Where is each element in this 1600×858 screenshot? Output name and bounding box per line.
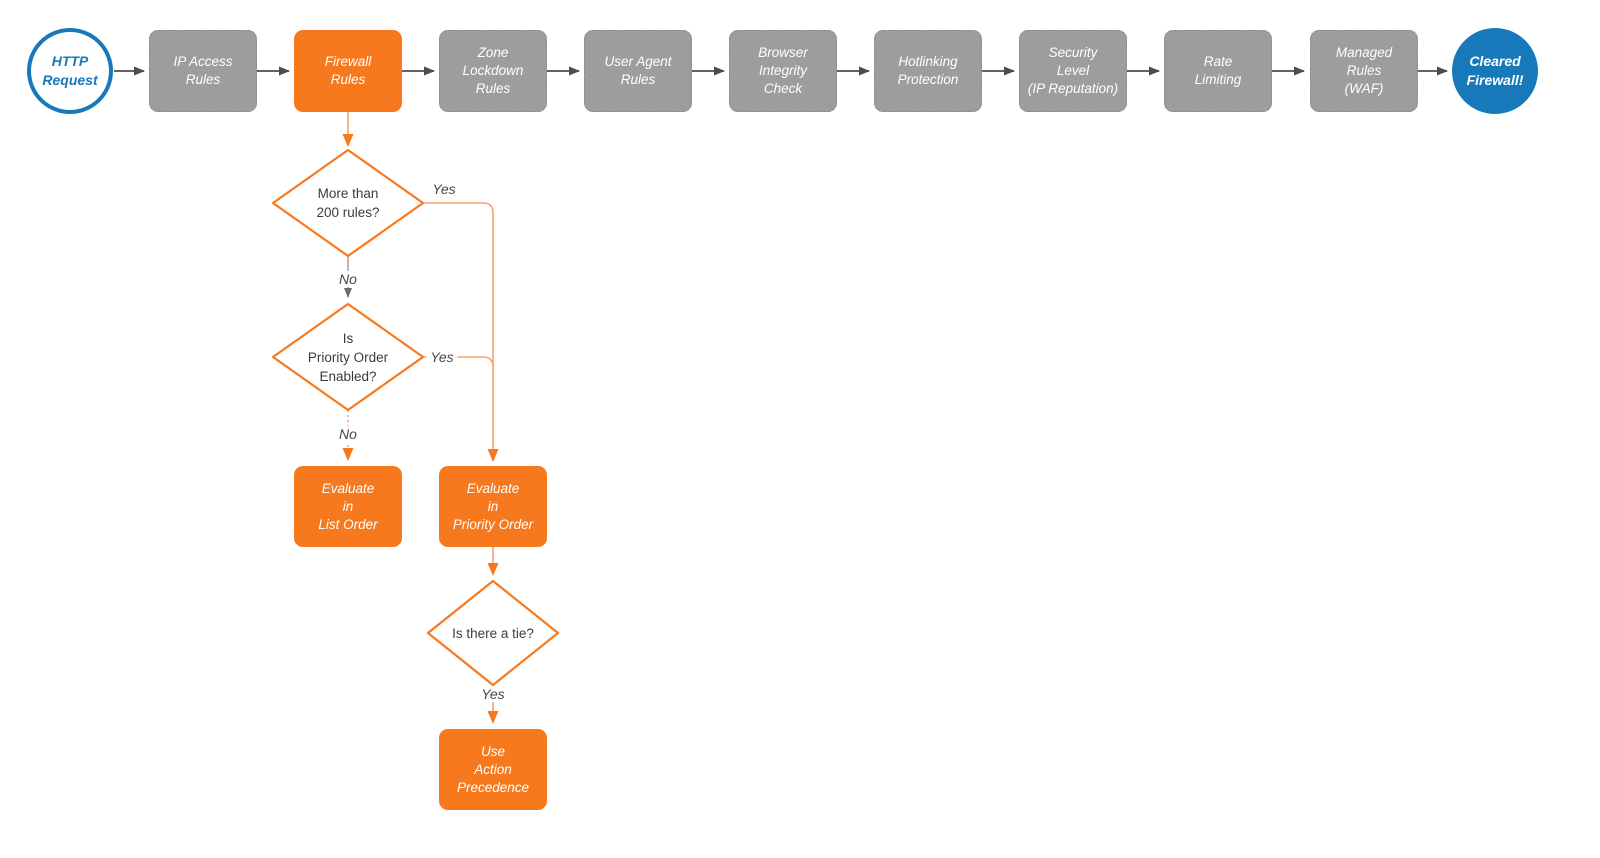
node-ip-access-rules: IP Access Rules (149, 30, 257, 112)
node-rate-limiting: Rate Limiting (1164, 30, 1272, 112)
node-http-request: HTTP Request (27, 28, 113, 114)
edge-label-d1-yes: Yes (428, 181, 460, 197)
decision-is-there-a-tie: Is there a tie? (452, 625, 534, 641)
decision-more-than-200-rules: More than 200 rules? (316, 186, 380, 220)
edge-label-d1-no: No (335, 271, 361, 287)
edge-label-d2-no: No (335, 426, 361, 442)
action-evaluate-list-order: Evaluate in List Order (294, 466, 402, 547)
node-hotlinking-protection: Hotlinking Protection (874, 30, 982, 112)
node-user-agent-rules: User Agent Rules (584, 30, 692, 112)
node-zone-lockdown-rules: Zone Lockdown Rules (439, 30, 547, 112)
decision-priority-order-enabled: Is Priority Order Enabled? (307, 330, 389, 384)
node-firewall-rules: Firewall Rules (294, 30, 402, 112)
action-use-action-precedence: Use Action Precedence (439, 729, 547, 810)
node-cleared-firewall: Cleared Firewall! (1452, 28, 1538, 114)
action-evaluate-priority-order: Evaluate in Priority Order (439, 466, 547, 547)
node-browser-integrity-check: Browser Integrity Check (729, 30, 837, 112)
edge-label-d3-yes: Yes (477, 686, 509, 702)
node-security-level: Security Level (IP Reputation) (1019, 30, 1127, 112)
edge-label-d2-yes: Yes (426, 349, 458, 365)
node-managed-rules-waf: Managed Rules (WAF) (1310, 30, 1418, 112)
